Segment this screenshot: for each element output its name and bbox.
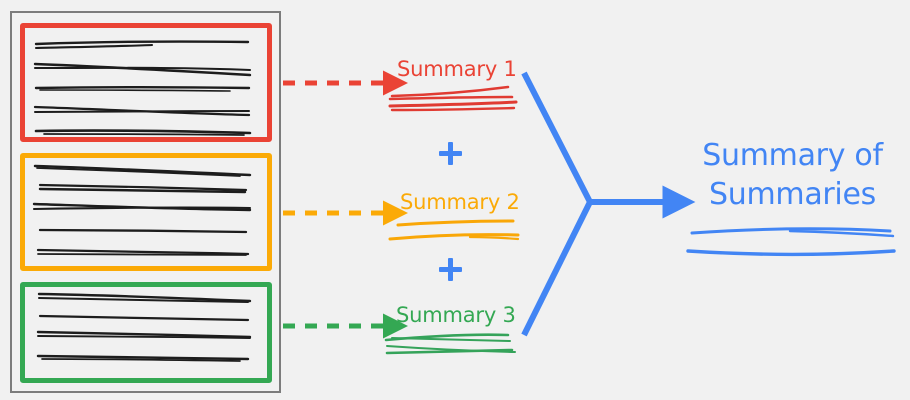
document-collection-outline — [10, 11, 281, 393]
result-title-line-1: Summary of — [702, 138, 883, 173]
result-title-line-2: Summaries — [709, 177, 876, 212]
summary-2-label: Summary 2 — [400, 190, 520, 214]
summary-1-label: Summary 1 — [397, 57, 517, 81]
result-title: Summary of Summaries — [680, 136, 905, 214]
summary-3-strokes — [384, 333, 516, 355]
document-box-2[interactable] — [20, 153, 272, 271]
summary-1-strokes — [388, 85, 518, 112]
summary-3-label: Summary 3 — [396, 303, 516, 327]
plus-operator-1 — [439, 142, 462, 165]
document-box-1[interactable] — [20, 23, 272, 142]
document-box-3[interactable] — [20, 282, 272, 383]
plus-operator-2 — [439, 258, 462, 281]
result-strokes — [686, 227, 896, 257]
merge-connector — [521, 71, 593, 337]
summary-2-strokes — [388, 219, 520, 241]
